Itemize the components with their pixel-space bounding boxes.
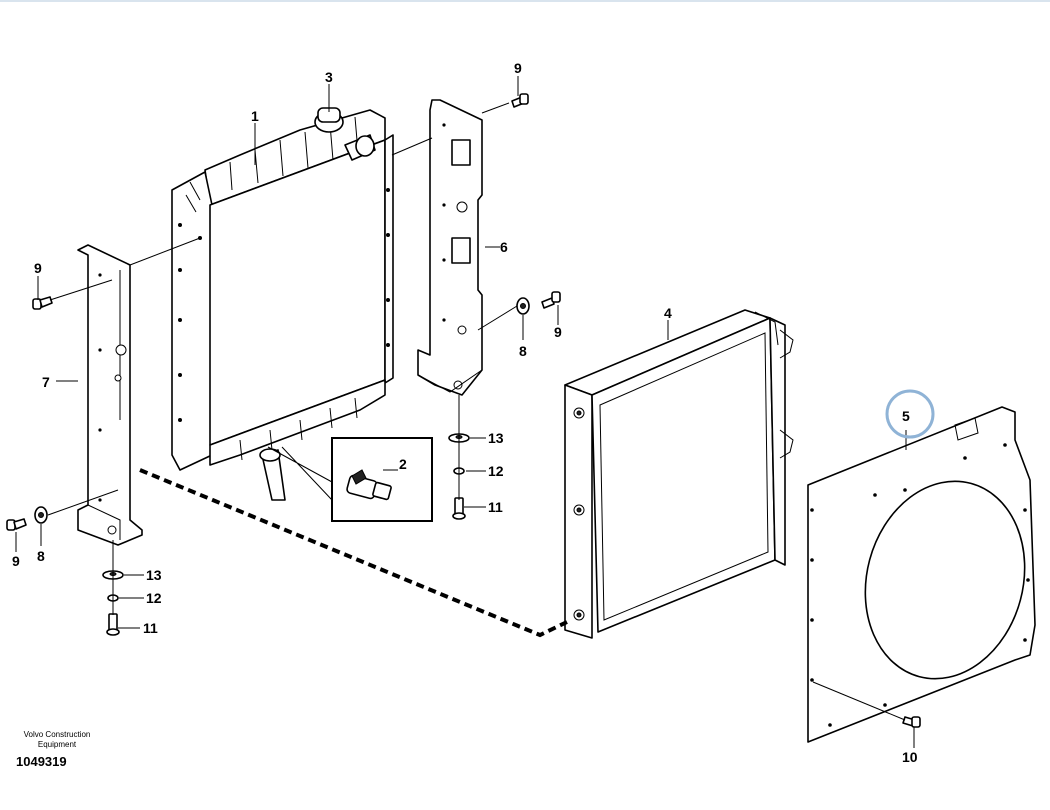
label-cap: 3 bbox=[325, 69, 333, 85]
label-lockwasher-right: 12 bbox=[488, 463, 504, 479]
brand-line-1: Volvo Construction bbox=[23, 730, 91, 739]
label-cooler: 4 bbox=[664, 305, 672, 321]
sensor-inset bbox=[267, 437, 433, 522]
label-bracket-left: 7 bbox=[42, 374, 50, 390]
label-screw-shroud: 10 bbox=[902, 749, 918, 765]
label-lockwasher-left: 12 bbox=[146, 590, 162, 606]
callout-labels: 1 2 3 4 5 6 7 8 8 9 9 9 9 10 11 11 12 12… bbox=[12, 60, 918, 765]
top-border bbox=[0, 0, 1050, 2]
label-flatwasher-right: 13 bbox=[488, 430, 504, 446]
label-washer-left: 8 bbox=[37, 548, 45, 564]
label-flatwasher-left: 13 bbox=[146, 567, 162, 583]
label-screw-left-bottom: 9 bbox=[12, 553, 20, 569]
radiator-part bbox=[171, 107, 394, 501]
oil-cooler-part bbox=[564, 309, 794, 639]
document-number: 1049319 bbox=[16, 754, 67, 769]
right-bracket-part bbox=[417, 99, 483, 396]
fan-shroud-part bbox=[807, 406, 1036, 743]
label-bolt-right: 11 bbox=[488, 499, 503, 515]
label-screw-top: 9 bbox=[514, 60, 522, 76]
label-sensor: 2 bbox=[399, 456, 407, 472]
label-radiator: 1 bbox=[251, 108, 259, 124]
dashed-connector bbox=[139, 468, 568, 638]
leader-lines bbox=[15, 76, 915, 748]
brand-line-2: Equipment bbox=[37, 740, 77, 749]
label-washer-right: 8 bbox=[519, 343, 527, 359]
footer: Volvo Construction Equipment 1049319 bbox=[14, 730, 100, 769]
label-screw-left-top: 9 bbox=[34, 260, 42, 276]
label-shroud: 5 bbox=[902, 408, 910, 424]
highlight-ring bbox=[885, 389, 935, 439]
left-bracket-part bbox=[77, 244, 143, 546]
label-bolt-left: 11 bbox=[143, 620, 158, 636]
label-screw-mid: 9 bbox=[554, 324, 562, 340]
label-bracket-right: 6 bbox=[500, 239, 508, 255]
